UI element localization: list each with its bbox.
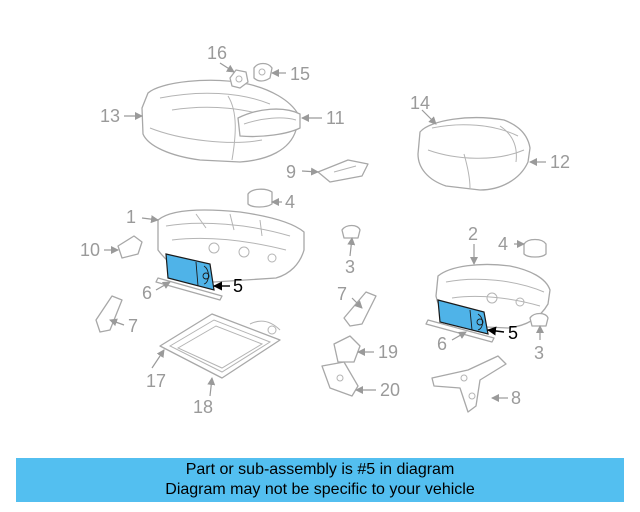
leader-lines — [104, 62, 546, 402]
callout-4-right: 4 — [498, 234, 508, 254]
callout-labels: 13 11 16 15 14 12 9 4 1 10 5 6 7 17 18 3… — [80, 43, 570, 417]
bracket-part-8 — [431, 355, 507, 413]
parts-diagram: 13 11 16 15 14 12 9 4 1 10 5 6 7 17 18 3… — [80, 43, 570, 417]
clip-part-16 — [229, 69, 249, 89]
cap-part-4-upper — [247, 188, 273, 208]
cushion-cover-part-12 — [499, 125, 517, 163]
cushion-cover-part-11 — [237, 108, 301, 138]
callout-18: 18 — [193, 397, 213, 417]
bracket-part-19 — [333, 335, 361, 363]
rod-part-6-right — [425, 319, 495, 343]
cap-part-3-middle — [341, 224, 361, 239]
callout-20: 20 — [380, 380, 400, 400]
callout-3-right: 3 — [534, 343, 544, 363]
nut-part-15 — [253, 62, 273, 82]
callout-14: 14 — [410, 93, 430, 113]
cap-part-3-right — [529, 312, 549, 327]
callout-16: 16 — [207, 43, 227, 63]
callout-8: 8 — [511, 388, 521, 408]
banner-line-1: Part or sub-assembly is #5 in diagram — [185, 461, 455, 478]
callout-4-upper: 4 — [285, 192, 295, 212]
callout-5-right: 5 — [508, 323, 518, 343]
callout-5-left: 5 — [233, 276, 243, 296]
callout-6-right: 6 — [437, 334, 447, 354]
callout-9: 9 — [286, 162, 296, 182]
banner-line-2: Diagram may not be specific to your vehi… — [165, 481, 475, 498]
seat-cushion-part-14 — [417, 117, 531, 191]
spring-part-18 — [176, 320, 281, 369]
bracket-part-10 — [117, 235, 143, 259]
callout-7-left: 7 — [128, 316, 138, 336]
leader-lines-part-5 — [213, 281, 505, 336]
callout-19: 19 — [378, 342, 398, 362]
info-banner: Part or sub-assembly is #5 in diagram Di… — [16, 458, 624, 502]
callout-7-middle: 7 — [337, 284, 347, 304]
callout-1: 1 — [126, 207, 136, 227]
bracket-part-7-middle — [343, 291, 377, 327]
callout-6-left: 6 — [142, 283, 152, 303]
callout-13: 13 — [100, 106, 120, 126]
callout-15: 15 — [290, 64, 310, 84]
bracket-part-20 — [321, 361, 359, 397]
callout-3-middle: 3 — [345, 257, 355, 277]
callout-12: 12 — [550, 152, 570, 172]
bracket-part-9 — [317, 159, 369, 183]
frame-part-17 — [159, 313, 281, 379]
callout-11: 11 — [326, 108, 345, 128]
callout-2: 2 — [468, 224, 478, 244]
rod-part-6-left — [155, 277, 223, 301]
bracket-part-7-left — [95, 295, 123, 333]
cap-part-4-right — [523, 238, 547, 258]
callout-10: 10 — [80, 240, 100, 260]
callout-17: 17 — [146, 371, 166, 391]
